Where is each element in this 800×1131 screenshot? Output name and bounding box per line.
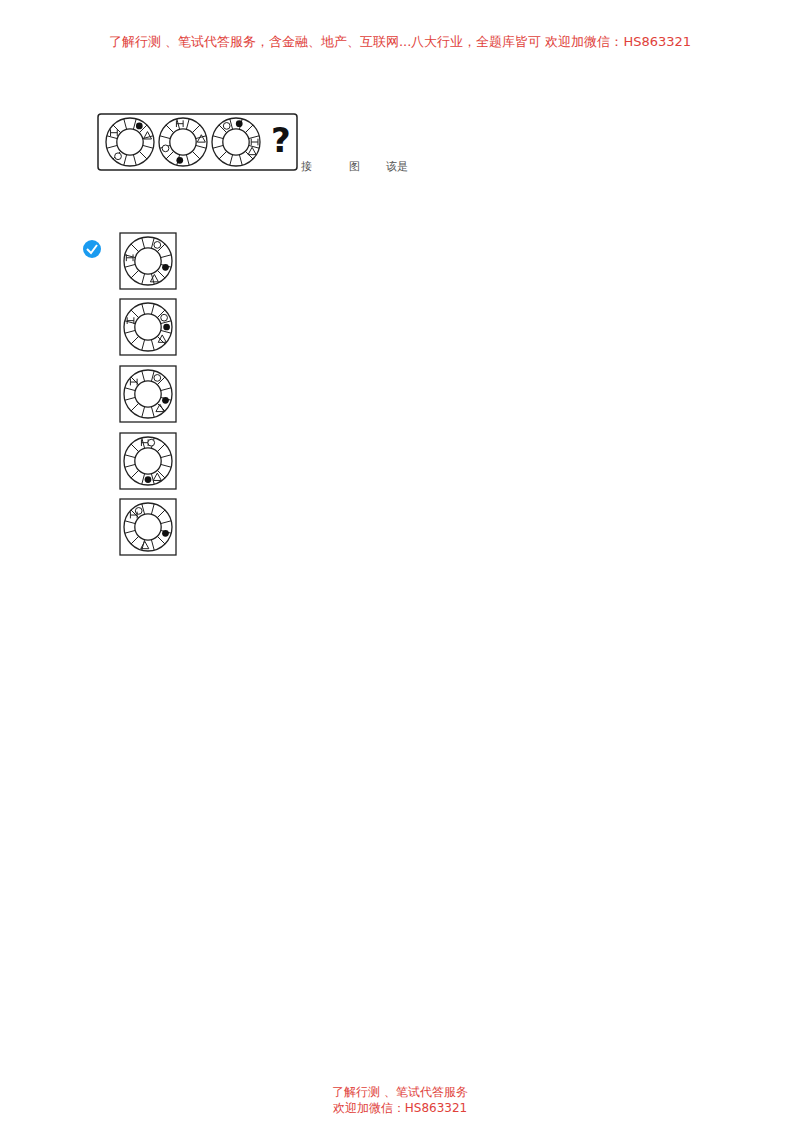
puzzle-wheel: [106, 118, 154, 166]
question-text: 图: [349, 160, 360, 173]
option-wheel: [124, 237, 172, 285]
puzzle-wheel: [159, 118, 207, 166]
option-frame: [120, 233, 176, 289]
puzzle-frame: [98, 114, 297, 170]
option-wheel: [124, 370, 172, 418]
check-icon: [83, 240, 101, 258]
option-wheel: [124, 503, 172, 551]
watermark: 欢迎加微信：HS863321: [333, 1101, 467, 1115]
question-mark: ?: [271, 120, 291, 161]
watermark: 了解行测 、笔试代答服务: [332, 1085, 468, 1099]
option-frame: [120, 299, 176, 355]
option-wheel: [124, 437, 172, 485]
watermark: 了解行测 、笔试代答服务，含金融、地产、互联网...八大行业，全题库皆可 欢迎加…: [109, 34, 691, 50]
option-wheel: [124, 303, 172, 351]
option-frame: [120, 366, 176, 422]
question-text: 该是: [386, 160, 408, 173]
option-frame: [120, 433, 176, 489]
question-text: 接: [301, 160, 312, 173]
puzzle-wheel: [212, 118, 260, 166]
option-frame: [120, 499, 176, 555]
